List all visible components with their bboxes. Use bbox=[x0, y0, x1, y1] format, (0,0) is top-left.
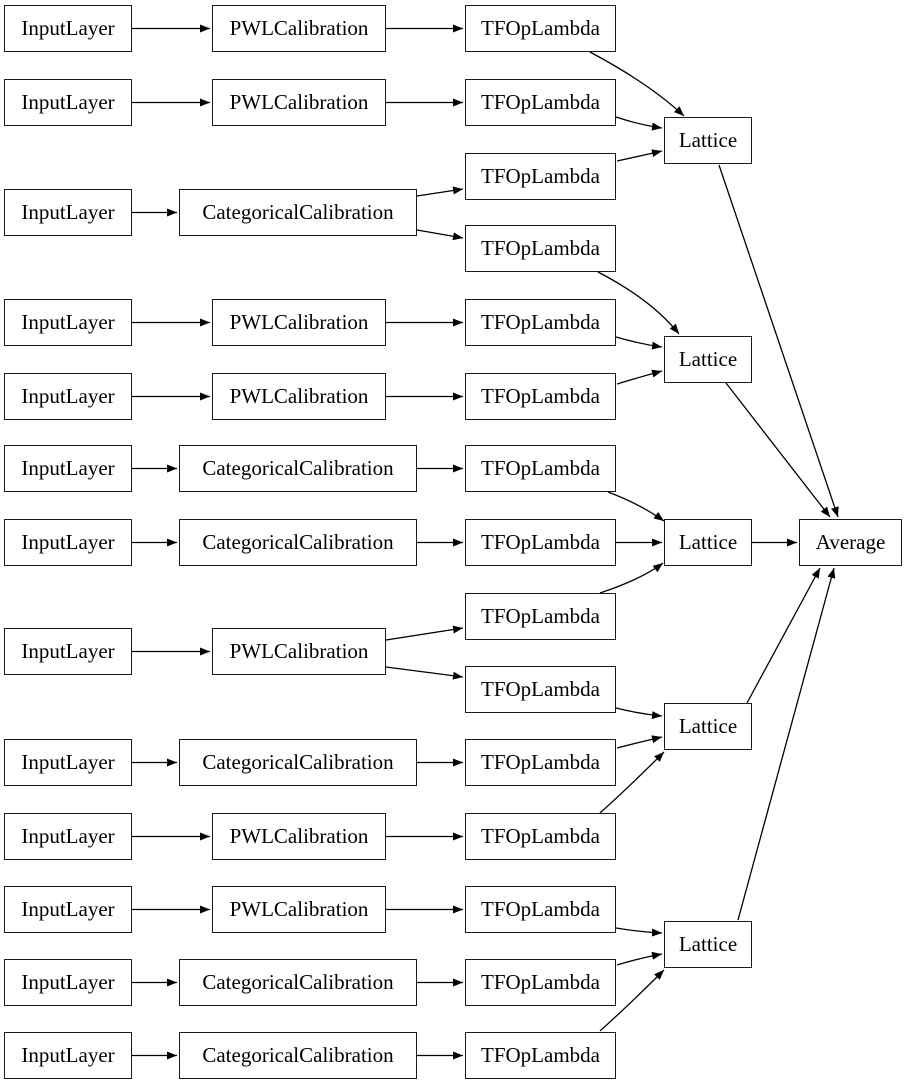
node-tf5: TFOpLambda bbox=[465, 299, 616, 346]
edge-tf5-lat2 bbox=[615, 336, 663, 350]
edge-cal3-tf3 bbox=[416, 186, 464, 197]
edge-tf7-lat3 bbox=[607, 491, 665, 522]
edge-cal3-tf4 bbox=[416, 229, 464, 241]
node-cal3: CategoricalCalibration bbox=[179, 189, 417, 236]
node-cal13: CategoricalCalibration bbox=[179, 1032, 417, 1079]
node-lat2: Lattice bbox=[664, 336, 752, 383]
node-cal11: PWLCalibration bbox=[212, 886, 386, 933]
node-tf11: TFOpLambda bbox=[465, 739, 616, 786]
node-in3: InputLayer bbox=[4, 189, 132, 236]
node-lat1: Lattice bbox=[664, 117, 752, 164]
node-cal1: PWLCalibration bbox=[212, 5, 386, 52]
edge-tf3-lat1 bbox=[616, 149, 663, 162]
node-tf12: TFOpLambda bbox=[465, 813, 616, 860]
node-cal12: CategoricalCalibration bbox=[179, 959, 417, 1006]
edge-tf14-lat5 bbox=[616, 951, 663, 966]
node-tf9: TFOpLambda bbox=[465, 593, 616, 640]
edge-tf10-lat4 bbox=[615, 707, 663, 720]
node-in12: InputLayer bbox=[4, 959, 132, 1006]
node-in7: InputLayer bbox=[4, 519, 132, 566]
node-cal5: PWLCalibration bbox=[212, 373, 386, 420]
node-cal6: CategoricalCalibration bbox=[179, 445, 417, 492]
node-cal8: PWLCalibration bbox=[212, 628, 386, 675]
edge-lat2-avg bbox=[725, 382, 831, 518]
edge-lat5-avg bbox=[737, 567, 836, 921]
node-tf4: TFOpLambda bbox=[465, 225, 616, 272]
edge-lat4-avg bbox=[746, 567, 821, 704]
node-cal4: PWLCalibration bbox=[212, 299, 386, 346]
node-tf6: TFOpLambda bbox=[465, 373, 616, 420]
node-in13: InputLayer bbox=[4, 1032, 132, 1079]
node-tf2: TFOpLambda bbox=[465, 79, 616, 126]
node-lat4: Lattice bbox=[664, 703, 752, 750]
node-tf15: TFOpLambda bbox=[465, 1032, 616, 1079]
node-tf14: TFOpLambda bbox=[465, 959, 616, 1006]
node-cal9: CategoricalCalibration bbox=[179, 739, 417, 786]
node-in9: InputLayer bbox=[4, 739, 132, 786]
node-lat5: Lattice bbox=[664, 921, 752, 968]
node-tf10: TFOpLambda bbox=[465, 666, 616, 713]
edge-tf13-lat5 bbox=[615, 927, 663, 937]
node-cal2: PWLCalibration bbox=[212, 79, 386, 126]
node-in2: InputLayer bbox=[4, 79, 132, 126]
node-in10: InputLayer bbox=[4, 813, 132, 860]
node-in11: InputLayer bbox=[4, 886, 132, 933]
edge-cal8-tf9 bbox=[385, 625, 464, 641]
edge-cal8-tf10 bbox=[385, 666, 464, 680]
node-in8: InputLayer bbox=[4, 628, 132, 675]
node-in1: InputLayer bbox=[4, 5, 132, 52]
node-cal10: PWLCalibration bbox=[212, 813, 386, 860]
node-tf1: TFOpLambda bbox=[465, 5, 616, 52]
node-tf3: TFOpLambda bbox=[465, 153, 616, 200]
node-tf7: TFOpLambda bbox=[465, 445, 616, 492]
node-tf8: TFOpLambda bbox=[465, 519, 616, 566]
node-tf13: TFOpLambda bbox=[465, 886, 616, 933]
edge-tf9-lat3 bbox=[599, 562, 664, 594]
node-lat3: Lattice bbox=[664, 519, 752, 566]
node-in5: InputLayer bbox=[4, 373, 132, 420]
edge-tf2-lat1 bbox=[615, 116, 663, 131]
node-cal7: CategoricalCalibration bbox=[179, 519, 417, 566]
node-in6: InputLayer bbox=[4, 445, 132, 492]
edge-tf11-lat4 bbox=[616, 735, 663, 749]
edge-tf6-lat2 bbox=[616, 369, 663, 385]
node-in4: InputLayer bbox=[4, 299, 132, 346]
node-avg: Average bbox=[799, 519, 902, 566]
